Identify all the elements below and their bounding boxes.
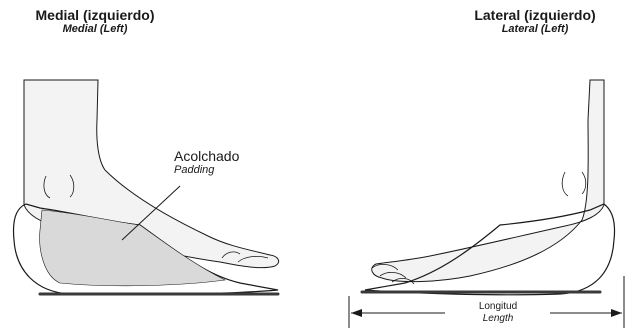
length-sublabel: Length (448, 313, 548, 325)
medial-view (14, 80, 279, 295)
length-arrowhead-right (611, 309, 622, 317)
padding-sublabel: Padding (174, 164, 239, 177)
medial-subtitle-text: Medial (Left) (20, 23, 170, 36)
padding-label: Acolchado (174, 148, 239, 164)
padding-callout: Acolchado Padding (174, 148, 239, 177)
length-arrowhead-left (351, 309, 362, 317)
lateral-view (349, 80, 624, 328)
lateral-view-title: Lateral (izquierdo) Lateral (Left) (460, 7, 610, 36)
length-label: Longitud (448, 301, 548, 313)
length-dimension-label: Longitud Length (448, 301, 548, 325)
lateral-title-text: Lateral (izquierdo) (460, 7, 610, 23)
lateral-subtitle-text: Lateral (Left) (460, 23, 610, 36)
medial-title-text: Medial (izquierdo) (20, 7, 170, 23)
lateral-leg-foot (372, 80, 604, 282)
medial-view-title: Medial (izquierdo) Medial (Left) (20, 7, 170, 36)
